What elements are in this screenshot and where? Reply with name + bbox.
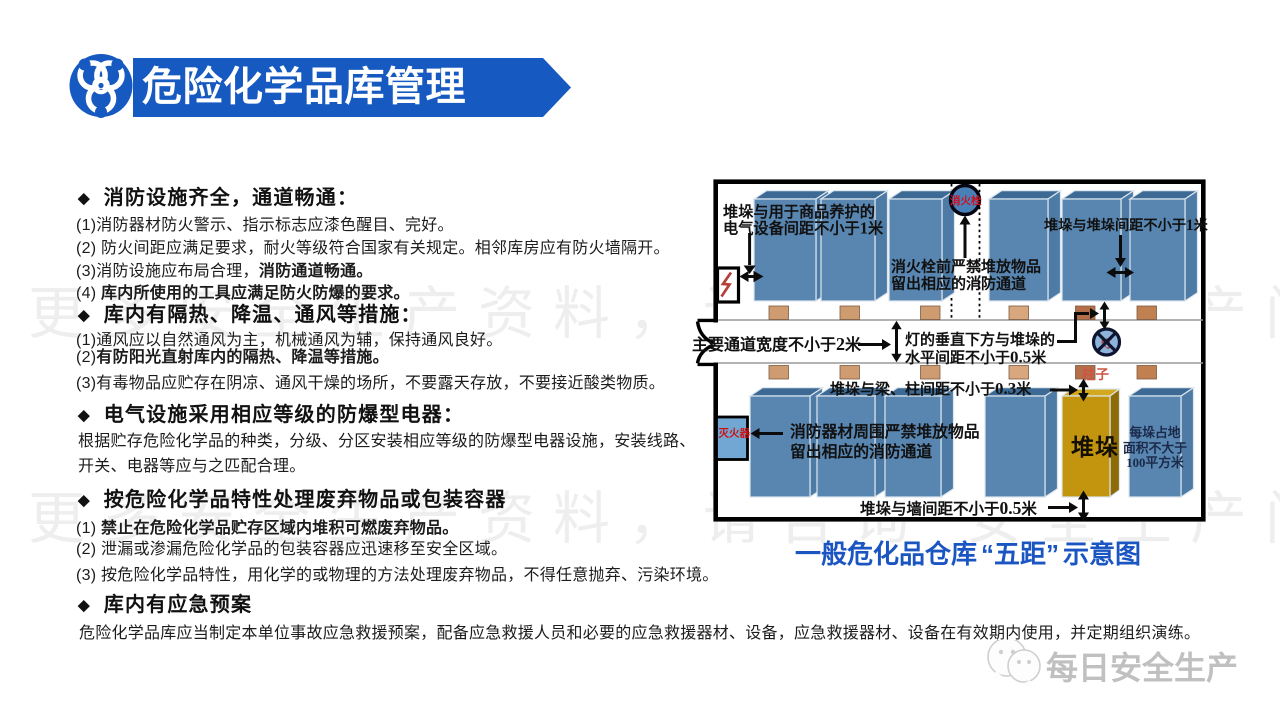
svg-text:主要通道宽度不小于2米: 主要通道宽度不小于2米 <box>692 334 862 354</box>
svg-text:堆垛: 堆垛 <box>1071 435 1119 460</box>
svg-text:堆垛与堆垛间距不小于1米: 堆垛与堆垛间距不小于1米 <box>1044 217 1209 234</box>
svg-text:消防器材周围严禁堆放物品: 消防器材周围严禁堆放物品 <box>790 422 980 441</box>
svg-text:柱子: 柱子 <box>1082 366 1110 382</box>
svg-text:堆垛与墙间距不小于0.5米: 堆垛与墙间距不小于0.5米 <box>860 498 1037 518</box>
svg-text:堆垛与用于商品养护的: 堆垛与用于商品养护的 <box>723 203 875 221</box>
svg-text:灯的垂直下方与堆垛的: 灯的垂直下方与堆垛的 <box>905 331 1055 349</box>
svg-text:水平间距不小于0.5米: 水平间距不小于0.5米 <box>905 348 1047 367</box>
svg-text:消火栓: 消火栓 <box>950 194 982 207</box>
svg-text:电气设备间距不小于1米: 电气设备间距不小于1米 <box>723 219 884 238</box>
svg-text:灭火器: 灭火器 <box>718 428 751 440</box>
svg-text:面积不大于: 面积不大于 <box>1123 441 1187 456</box>
svg-text:留出相应的消防通道: 留出相应的消防通道 <box>891 275 1026 293</box>
svg-text:100平方米: 100平方米 <box>1126 455 1184 470</box>
svg-text:留出相应的消防通道: 留出相应的消防通道 <box>790 442 932 461</box>
svg-text:堆垛与梁、柱间距不小于0.3米: 堆垛与梁、柱间距不小于0.3米 <box>830 379 1032 398</box>
svg-text:每垛占地: 每垛占地 <box>1129 425 1180 440</box>
svg-text:消火栓前严禁堆放物品: 消火栓前严禁堆放物品 <box>891 258 1041 276</box>
